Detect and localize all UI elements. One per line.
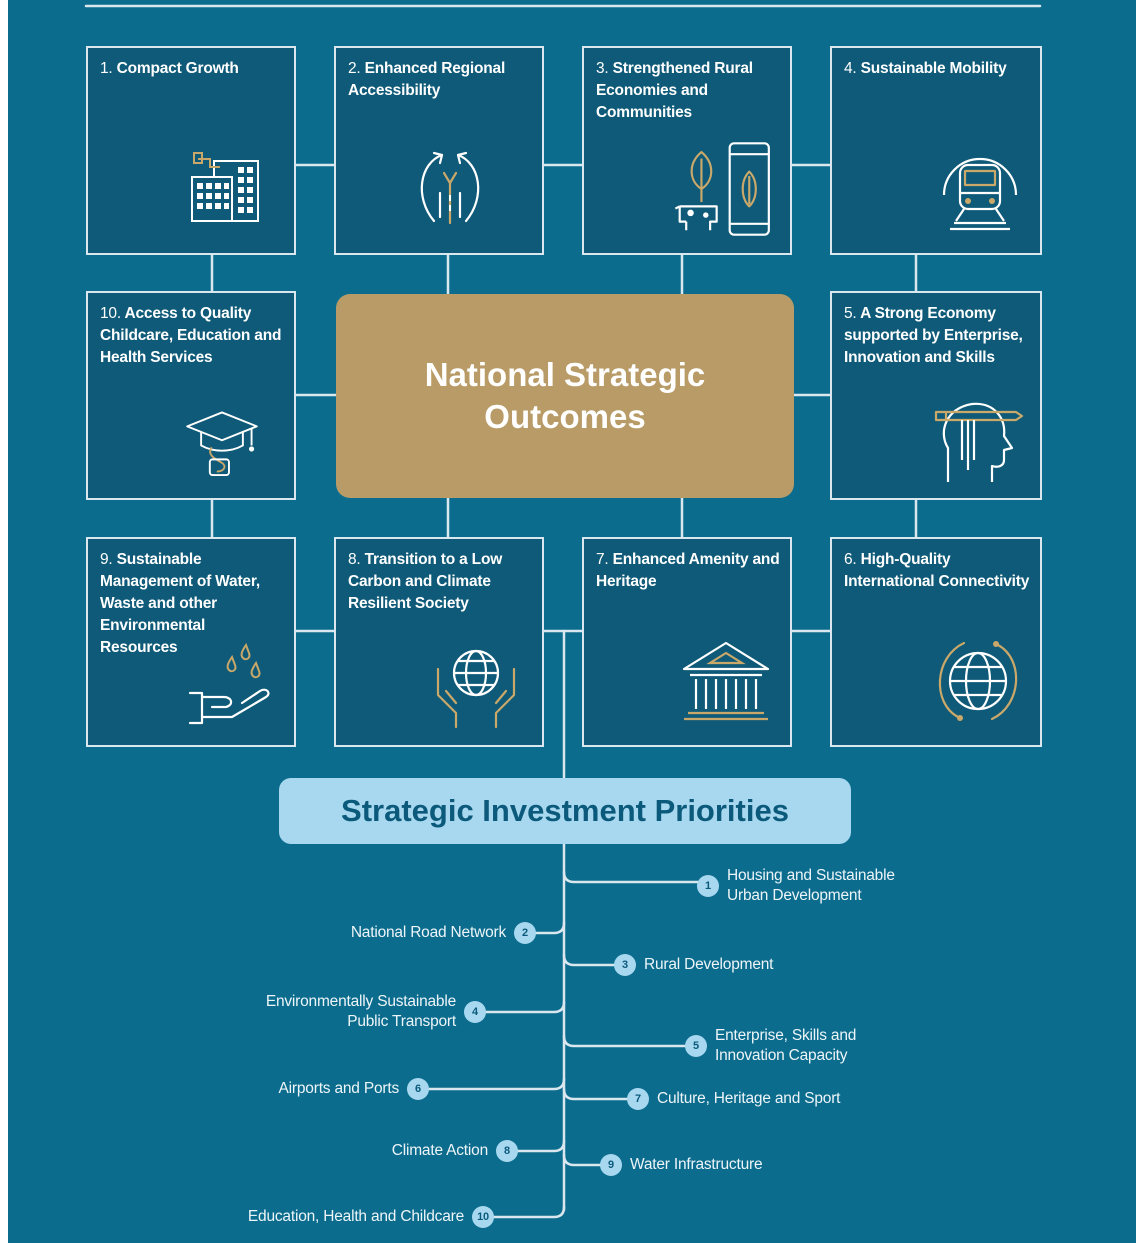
priority-badge: 9 [600,1154,622,1176]
outcome-number: 9. [100,551,113,568]
outcome-label: High-Quality International Connectivity [844,551,1030,590]
priority-10: Education, Health and Childcare 10 [140,1206,494,1228]
priority-badge: 6 [407,1078,429,1100]
outcome-3-box: 3. Strengthened Rural Economies and Comm… [582,46,792,255]
outcome-label: Sustainable Mobility [860,60,1007,77]
priority-badge: 8 [496,1140,518,1162]
priority-1: 1 Housing and Sustainable Urban Developm… [697,866,1027,906]
priority-5: 5 Enterprise, Skills and Innovation Capa… [685,1026,1015,1066]
priority-label: Culture, Heritage and Sport [657,1090,841,1107]
outcome-number: 6. [844,551,857,568]
outcome-label: Compact Growth [116,60,239,77]
priority-badge: 4 [464,1001,486,1023]
water-hand-icon [188,642,270,725]
priority-label: Education, Health and Childcare [247,1208,464,1225]
priority-label: Housing and Sustainable Urban Developmen… [727,867,895,904]
outcome-number: 1. [100,60,113,77]
outcome-number: 5. [844,305,857,322]
outcome-1-box: 1. Compact Growth [86,46,296,255]
priority-2: National Road Network 2 [200,922,536,944]
priority-label: Enterprise, Skills and Innovation Capaci… [715,1027,857,1064]
outcome-5-box: 5. A Strong Economy supported by Enterpr… [830,291,1042,500]
outcome-label: Sustainable Management of Water, Waste a… [100,551,260,656]
outcome-label: Enhanced Amenity and Heritage [596,551,780,590]
heritage-building-icon [682,641,770,721]
outcome-8-box: 8. Transition to a Low Carbon and Climat… [334,537,544,747]
outcome-9-box: 9. Sustainable Management of Water, Wast… [86,537,296,747]
globe-hands-icon [436,649,516,729]
outcome-label: Strengthened Rural Economies and Communi… [596,60,753,121]
outcome-7-box: 7. Enhanced Amenity and Heritage [582,537,792,747]
outcome-number: 4. [844,60,857,77]
priority-label: Climate Action [391,1142,488,1159]
outcome-label: Transition to a Low Carbon and Climate R… [348,551,503,612]
outcome-2-box: 2. Enhanced Regional Accessibility [334,46,544,255]
buildings-icon [191,152,259,222]
priority-label: Rural Development [644,956,774,973]
priority-label: National Road Network [350,924,506,941]
priority-badge: 2 [514,922,536,944]
train-icon [942,157,1018,231]
priority-7: 7 Culture, Heritage and Sport [627,1088,957,1110]
sip-title: Strategic Investment Priorities [341,793,789,828]
priority-badge: 1 [697,875,719,897]
priority-badge: 10 [472,1206,494,1228]
priority-8: Climate Action 8 [200,1140,518,1162]
globe-orbit-icon [938,641,1018,721]
priority-label: Water Infrastructure [630,1156,763,1173]
outcome-number: 8. [348,551,361,568]
priority-6: Airports and Ports 6 [150,1078,429,1100]
priority-9: 9 Water Infrastructure [600,1154,930,1176]
rural-tablet-icon [674,142,770,236]
priority-3: 3 Rural Development [614,954,944,976]
outcome-label: Enhanced Regional Accessibility [348,60,506,99]
priority-badge: 7 [627,1088,649,1110]
regional-arrows-icon [420,151,480,225]
graduation-cap-icon [186,411,258,476]
outcome-number: 10. [100,305,121,322]
outcome-10-box: 10. Access to Quality Childcare, Educati… [86,291,296,500]
priority-badge: 3 [614,954,636,976]
center-title: National Strategic Outcomes [424,356,706,435]
priority-badge: 5 [685,1035,707,1057]
head-pencil-icon [934,402,1024,482]
outcome-number: 7. [596,551,609,568]
priority-label: Airports and Ports [278,1080,400,1097]
outcome-number: 2. [348,60,361,77]
national-strategic-outcomes-box: National Strategic Outcomes [336,294,794,498]
strategic-investment-priorities-banner: Strategic Investment Priorities [279,778,851,844]
priority-4: Environmentally Sustainable Public Trans… [140,992,486,1032]
outcome-number: 3. [596,60,609,77]
outcome-6-box: 6. High-Quality International Connectivi… [830,537,1042,747]
outcome-label: A Strong Economy supported by Enterprise… [844,305,1023,366]
outcome-label: Access to Quality Childcare, Education a… [100,305,282,366]
outcome-4-box: 4. Sustainable Mobility [830,46,1042,255]
priority-label: Environmentally Sustainable Public Trans… [265,993,456,1030]
